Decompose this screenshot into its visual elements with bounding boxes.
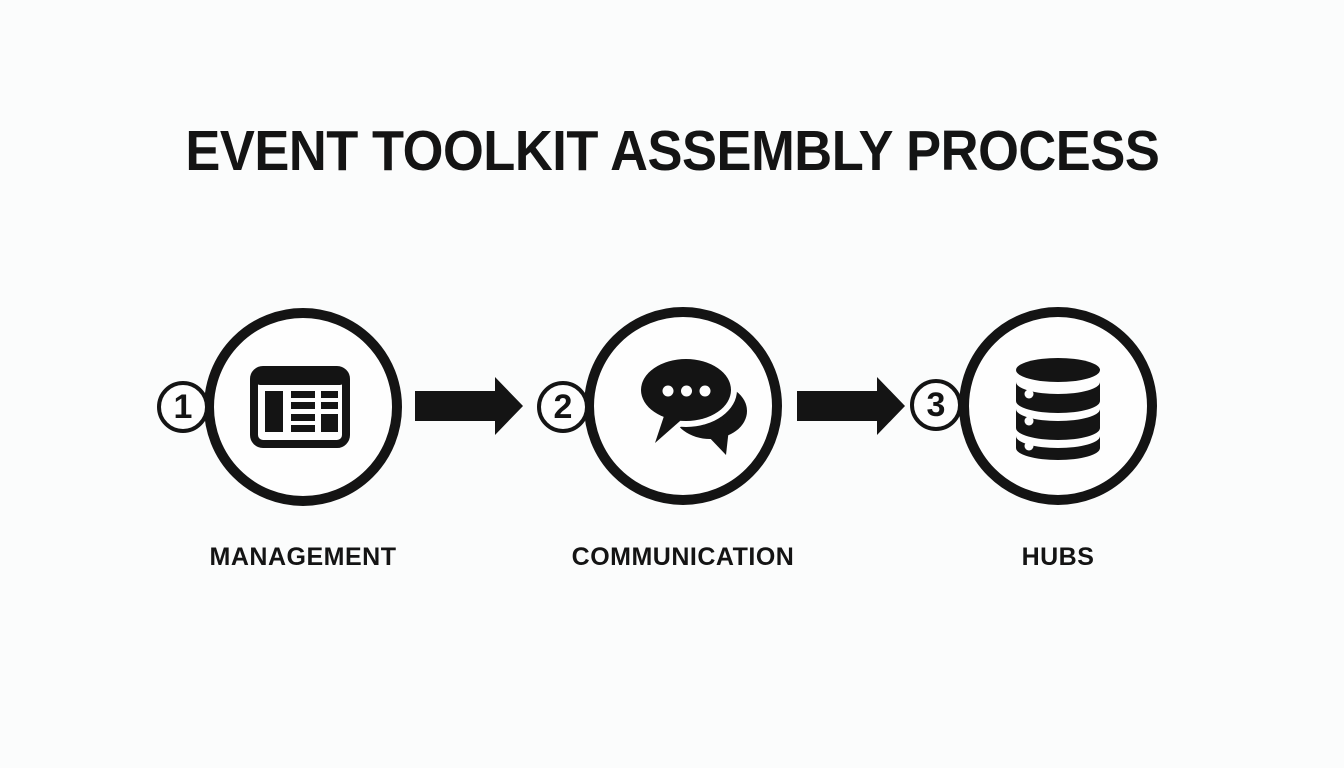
step-2-circle <box>584 307 782 505</box>
arrow-right-icon <box>797 377 905 435</box>
table-grid-icon <box>250 366 350 448</box>
step-2-label: COMMUNICATION <box>571 543 795 571</box>
step-1-number-badge: 1 <box>157 381 209 433</box>
step-3-number-badge: 3 <box>910 379 962 431</box>
arrow-right-icon <box>415 377 523 435</box>
step-3-number: 3 <box>926 386 946 424</box>
step-1-circle <box>204 308 402 506</box>
diagram-title-text: EVENT TOOLKIT ASSEMBLY PROCESS <box>184 119 1160 183</box>
step-3-label: HUBS <box>1021 543 1095 571</box>
chat-bubbles-icon <box>635 353 747 455</box>
step-3-circle <box>959 307 1157 505</box>
step-2-number-badge: 2 <box>537 381 589 433</box>
diagram-title: EVENT TOOLKIT ASSEMBLY PROCESS <box>0 122 1344 180</box>
step-2-number: 2 <box>553 388 573 426</box>
step-1-number: 1 <box>173 388 193 426</box>
step-1-label: MANAGEMENT <box>209 543 397 571</box>
database-icon <box>1016 358 1100 460</box>
